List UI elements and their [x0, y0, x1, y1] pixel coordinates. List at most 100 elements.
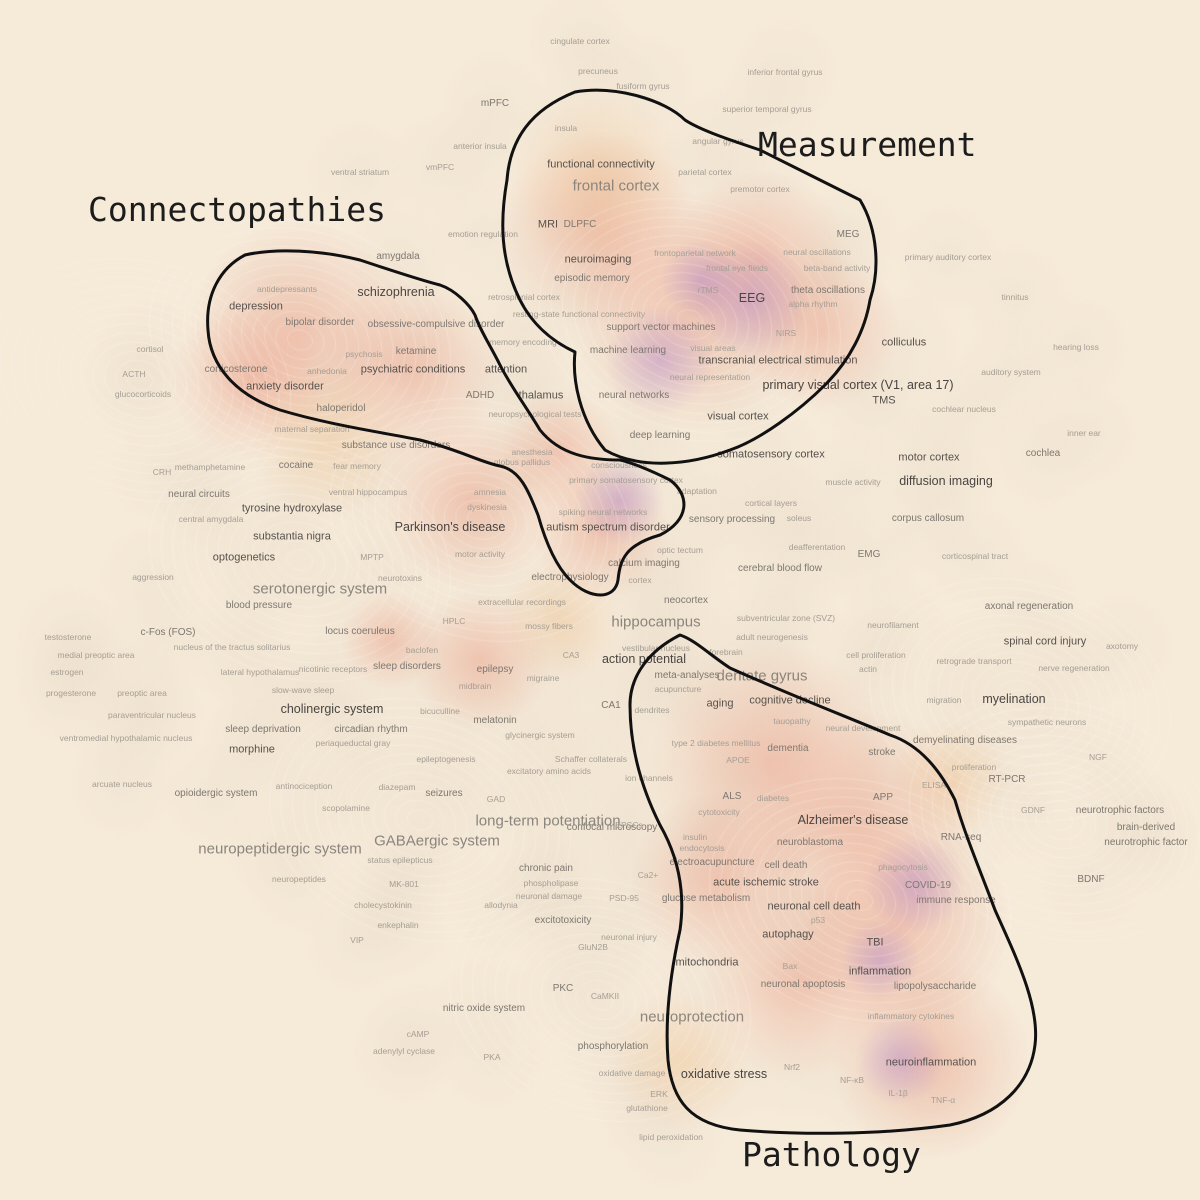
term-label: neuronal apoptosis	[760, 979, 846, 990]
term-label: cytotoxicity	[698, 806, 740, 817]
term-label: neural oscillations	[783, 246, 851, 257]
term-label: GABAergic system	[374, 832, 500, 850]
term-label: maternal separation	[274, 423, 350, 434]
term-label: ventral striatum	[330, 166, 390, 177]
term-label: melatonin	[473, 715, 517, 726]
term-label: transcranial electrical stimulation	[698, 354, 858, 367]
term-label: dyskinesia	[467, 501, 507, 512]
term-label: CaMKII	[590, 990, 620, 1001]
term-label: hearing loss	[1053, 341, 1099, 352]
term-label: rTMS	[697, 284, 719, 295]
term-label: ACTH	[122, 368, 146, 379]
term-label: ADHD	[465, 390, 495, 401]
term-label: action potential	[601, 651, 687, 666]
term-label: amnesia	[473, 486, 507, 497]
term-label: attention	[484, 363, 528, 376]
term-label: BDNF	[1077, 874, 1105, 885]
term-label: inflammation	[848, 965, 912, 978]
term-label: antidepressants	[256, 283, 318, 294]
term-label: lateral hypothalamus	[220, 666, 300, 677]
term-label: ventral hippocampus	[328, 486, 408, 497]
term-label: migraine	[526, 672, 560, 683]
term-label: primary auditory cortex	[904, 251, 992, 262]
term-label: haloperidol	[316, 403, 366, 414]
term-label: aggression	[132, 571, 174, 582]
term-label: cortisol	[136, 343, 164, 354]
term-label: diazepam	[378, 781, 416, 792]
term-label: neural networks	[598, 390, 670, 401]
term-label: p53	[810, 914, 826, 925]
term-label: mossy fibers	[525, 620, 573, 631]
term-label: phagocytosis	[878, 861, 928, 872]
term-label: allodynia	[484, 899, 518, 910]
term-label: neuropsychological tests	[488, 408, 582, 419]
term-label: HPLC	[442, 615, 466, 626]
term-label: nerve regeneration	[1038, 662, 1110, 673]
term-label: hippocampus	[611, 613, 701, 631]
term-label: cortical layers	[745, 497, 797, 508]
term-label: long-term potentiation	[475, 812, 621, 830]
term-label: depression	[229, 300, 283, 313]
term-label: PSD-95	[609, 892, 639, 903]
term-label: visual areas	[690, 342, 736, 353]
term-label: neuropeptidergic system	[198, 840, 362, 858]
term-label: glycinergic system	[505, 729, 575, 740]
term-label: EMG	[857, 549, 881, 560]
term-label: visual cortex	[707, 410, 769, 423]
term-label: optogenetics	[212, 551, 276, 564]
term-label: superior temporal gyrus	[722, 103, 812, 114]
term-label: locus coeruleus	[325, 626, 395, 637]
term-label: Bax	[782, 960, 798, 971]
term-label: bicuculline	[420, 705, 460, 716]
term-label: motor cortex	[898, 451, 960, 464]
term-label: cholecystokinin	[354, 899, 412, 910]
term-label: vmPFC	[425, 161, 455, 172]
term-label: alpha rhythm	[788, 298, 838, 309]
term-label: nitric oxide system	[442, 1003, 526, 1014]
term-label: colliculus	[881, 336, 927, 349]
term-label: GDNF	[1020, 804, 1046, 815]
term-label: serotonergic system	[252, 580, 388, 598]
term-label: electrophysiology	[531, 572, 609, 583]
term-label: neuronal injury	[601, 931, 657, 942]
term-label: sensory processing	[688, 514, 776, 525]
term-label: dementia	[767, 743, 809, 754]
term-label: inferior frontal gyrus	[747, 66, 823, 77]
term-label: theta oscillations	[791, 285, 865, 296]
term-label: tyrosine hydroxylase	[241, 502, 343, 515]
term-label: type 2 diabetes mellitus	[671, 737, 761, 748]
term-label: neurofilament	[867, 619, 919, 630]
term-label: acupuncture	[654, 683, 702, 694]
term-label: COVID-19	[904, 880, 952, 891]
term-label: GAD	[486, 793, 506, 804]
term-label: Nrf2	[783, 1061, 801, 1072]
term-label: corpus callosum	[891, 513, 965, 524]
term-label: APOE	[726, 754, 750, 765]
term-label: MK-801	[389, 878, 419, 889]
term-label: neurotrophic factors	[1075, 805, 1165, 816]
term-label: ALS	[722, 791, 742, 802]
term-label: cochlea	[1025, 448, 1061, 459]
term-label: angular gyrus	[692, 135, 744, 146]
term-label: seizures	[425, 788, 463, 799]
term-label: primary visual cortex (V1, area 17)	[762, 377, 954, 392]
term-label: frontal cortex	[572, 177, 660, 195]
term-label: ELISA	[921, 779, 947, 790]
term-label: motor activity	[454, 548, 506, 559]
term-label: scopolamine	[322, 802, 370, 813]
term-label: cingulate cortex	[550, 35, 610, 46]
term-label: TBI	[866, 936, 884, 949]
term-label: adaptation	[677, 485, 717, 496]
term-label: central amygdala	[178, 513, 244, 524]
term-label: demyelinating diseases	[913, 735, 1017, 746]
term-label: excitatory amino acids	[506, 765, 592, 776]
term-label: CA1	[601, 700, 621, 711]
term-label: slow-wave sleep	[271, 684, 335, 695]
term-label: PKC	[552, 983, 574, 994]
term-label: autophagy	[762, 928, 814, 941]
term-label: premotor cortex	[730, 183, 790, 194]
term-label: acute ischemic stroke	[713, 876, 819, 889]
term-label: RT-PCR	[988, 774, 1026, 785]
term-label: fear memory	[333, 460, 381, 471]
term-label: methamphetamine	[174, 461, 246, 472]
